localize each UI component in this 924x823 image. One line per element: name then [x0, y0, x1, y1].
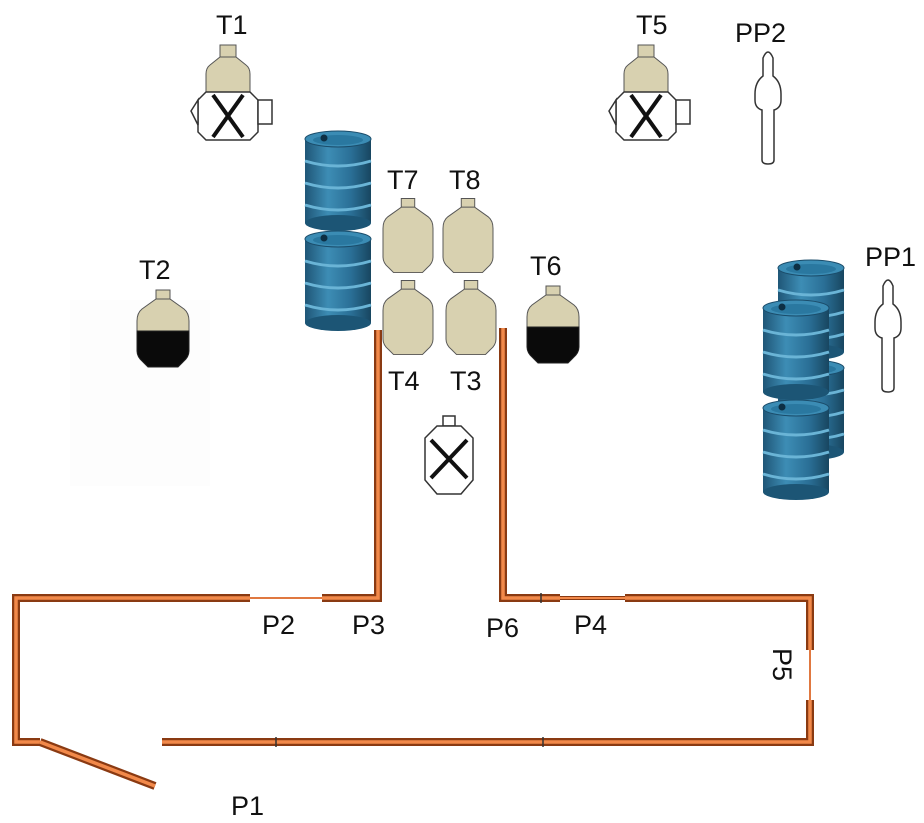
- label-t7: T7: [387, 165, 419, 195]
- pipe-p6: [499, 328, 560, 603]
- label-t1: T1: [216, 10, 248, 40]
- label-t3: T3: [450, 366, 482, 396]
- person-pp2-icon: [754, 51, 782, 165]
- label-t8: T8: [449, 165, 481, 195]
- closed-valve-icon[interactable]: [423, 414, 475, 496]
- tank-t7-icon[interactable]: [382, 198, 434, 274]
- label-p1: P1: [231, 791, 264, 821]
- label-p3: P3: [352, 610, 385, 640]
- tank-t5-valve-icon[interactable]: [607, 43, 692, 142]
- drum-stack-right-icon: [761, 258, 846, 502]
- tank-t8-icon[interactable]: [442, 198, 494, 274]
- pipe-p1-stub: [38, 738, 157, 790]
- pipe-p3: [322, 330, 382, 602]
- label-p2: P2: [262, 610, 295, 640]
- label-t2: T2: [139, 255, 171, 285]
- label-p4: P4: [574, 610, 607, 640]
- tank-t6-icon[interactable]: [526, 285, 580, 364]
- label-p5: P5: [767, 648, 797, 681]
- pipe-p1: [162, 700, 814, 747]
- pipe-network: [12, 328, 814, 790]
- label-pp1: PP1: [865, 242, 916, 272]
- person-pp1-icon: [874, 279, 902, 393]
- label-t6: T6: [530, 251, 562, 281]
- tank-t4-icon[interactable]: [382, 280, 434, 356]
- label-t5: T5: [636, 10, 668, 40]
- label-p6: P6: [486, 613, 519, 643]
- pipe-p2: [12, 594, 250, 746]
- drum-stack-left-icon: [303, 129, 373, 333]
- tank-t3-icon[interactable]: [445, 280, 497, 356]
- pipe-p5: [625, 594, 814, 650]
- label-t4: T4: [388, 366, 420, 396]
- label-pp2: PP2: [735, 18, 786, 48]
- tank-t1-valve-icon[interactable]: [189, 43, 274, 142]
